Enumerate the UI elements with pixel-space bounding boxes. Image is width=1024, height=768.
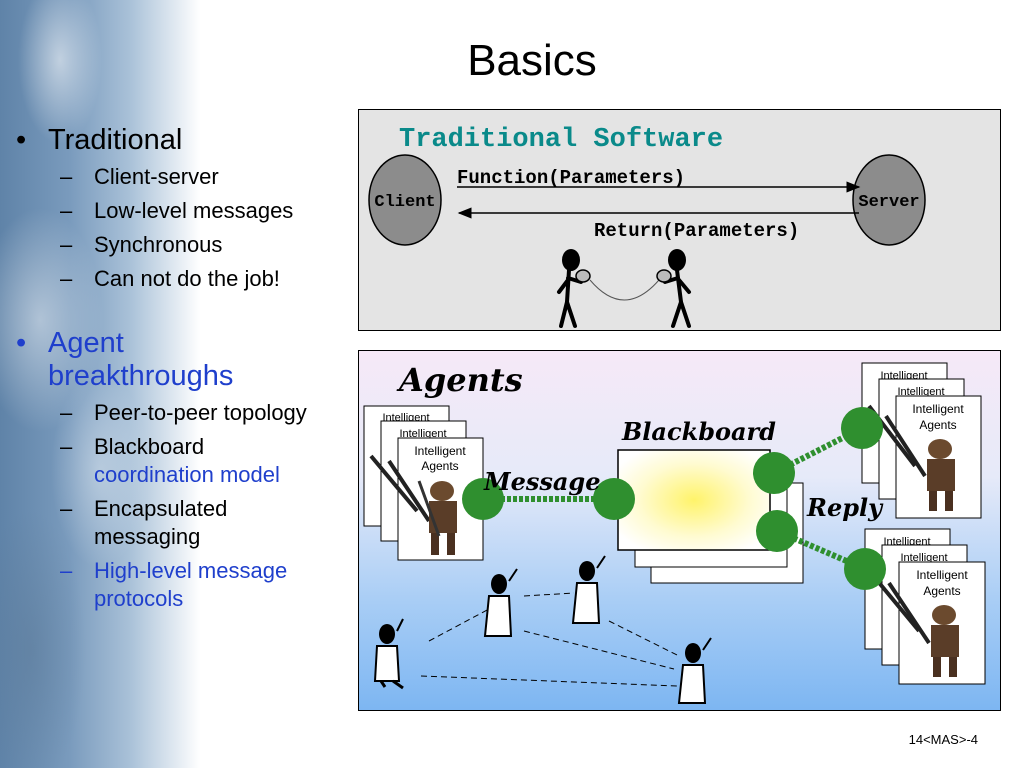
sub-bullet-text: protocols (94, 586, 184, 611)
client-node (368, 154, 442, 246)
bullet-heading-line: Agent (48, 327, 124, 359)
bullet-agent-breakthroughs: Agent breakthroughs (14, 327, 354, 393)
traditional-software-panel: Traditional Software Client Server Funct… (358, 109, 1001, 331)
sub-bullet-text: messaging (94, 524, 201, 549)
agents-panel: Agents Intelligent Intelligent Intellige… (358, 350, 1001, 711)
card-label: Intelligent (916, 568, 968, 582)
sub-bullet: High-level message protocols (14, 557, 354, 613)
blackboard (617, 449, 771, 551)
agents-title: Agents (396, 361, 523, 399)
bullet-heading-line: breakthroughs (48, 360, 234, 392)
warrior-icon (867, 404, 955, 511)
stick-figure-right-icon (656, 249, 691, 328)
slide-number: 14<MAS>-4 (908, 732, 978, 747)
client-label: Client (374, 193, 435, 212)
sub-bullet: Peer-to-peer topology (14, 399, 354, 427)
sub-bullet-text: Blackboard (94, 434, 205, 459)
warrior-icon (369, 454, 457, 555)
phone-person-icon (483, 568, 518, 637)
sub-bullet-text: Encapsulated (94, 496, 228, 521)
card-label: Intelligent (897, 386, 944, 398)
sub-bullet-text: High-level message (94, 558, 288, 583)
diagram-title: Traditional Software (399, 125, 723, 155)
card-label: Intelligent (900, 552, 947, 564)
sub-bullet: Encapsulated messaging (14, 495, 354, 551)
card-label: Intelligent (414, 444, 466, 458)
bullet-list: Traditional Client-server Low-level mess… (14, 124, 354, 613)
sub-bullet: Client-server (14, 163, 354, 191)
sub-bullet: Synchronous (14, 231, 354, 259)
call-label: Function(Parameters) (457, 167, 685, 189)
agent-card-stack-right-bottom: Intelligent Intelligent Intelligent Agen… (864, 528, 986, 685)
return-label: Return(Parameters) (594, 220, 799, 242)
stick-figure-left-icon (557, 249, 591, 328)
server-node (852, 154, 926, 246)
card-label: Intelligent (399, 428, 446, 440)
peer-network (420, 592, 680, 687)
sub-bullet: Blackboard coordination model (14, 433, 354, 489)
phone-person-icon (677, 637, 712, 704)
agents-diagram: Agents Intelligent Intelligent Intellige… (363, 361, 986, 704)
reply-arrow-bottom (756, 510, 886, 590)
sub-bullet-highlight: coordination model (94, 462, 280, 487)
sub-bullet: Low-level messages (14, 197, 354, 225)
server-label: Server (858, 193, 919, 212)
blackboard-label: Blackboard (621, 417, 776, 446)
phone-string (589, 279, 660, 301)
slide-title: Basics (467, 36, 597, 85)
phone-person-icon (373, 618, 404, 690)
reply-label: Reply (806, 493, 884, 522)
bullet-traditional: Traditional (14, 124, 354, 157)
card-label: Agents (919, 418, 956, 432)
agent-card-stack-left: Intelligent Intelligent Intelligent Agen… (363, 405, 484, 561)
card-label: Agents (421, 459, 458, 473)
card-label: Agents (923, 584, 960, 598)
message-label: Message (483, 467, 600, 496)
traditional-diagram: Traditional Software Client Server Funct… (368, 125, 926, 328)
phone-person-icon (571, 555, 606, 624)
reply-arrow-top (753, 407, 883, 494)
card-label: Intelligent (912, 402, 964, 416)
agent-card-stack-right-top: Intelligent Intelligent Intelligent Agen… (861, 362, 982, 519)
sub-bullet: Can not do the job! (14, 265, 354, 293)
